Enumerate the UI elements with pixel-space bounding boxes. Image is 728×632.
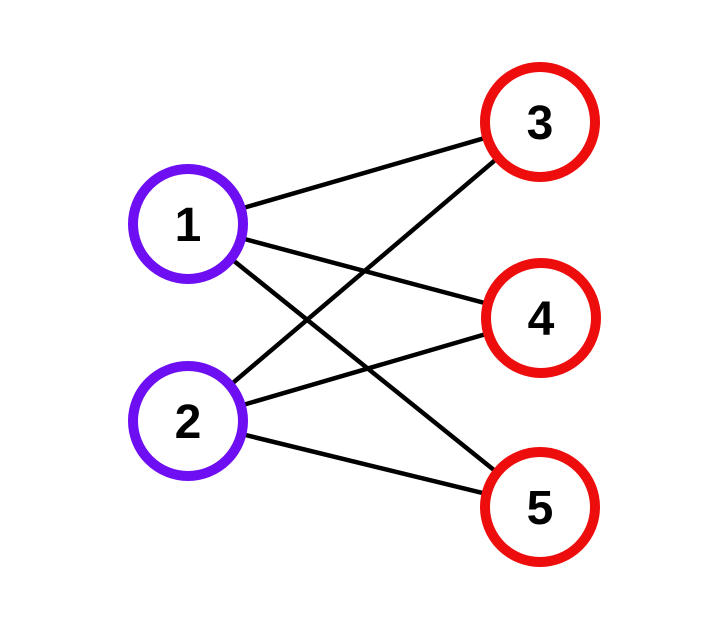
node-2-circle[interactable] (128, 361, 248, 481)
node-4-label: 4 (528, 293, 555, 346)
edge-2-5 (185, 418, 543, 510)
edge-2-3 (185, 119, 543, 424)
edge-1-3 (185, 119, 543, 227)
node-3[interactable]: 3 (480, 62, 600, 182)
node-2-label: 2 (175, 396, 202, 449)
node-5-circle[interactable] (480, 447, 600, 567)
node-1[interactable]: 1 (128, 164, 248, 284)
edge-2-4 (185, 315, 544, 424)
edge-1-5 (185, 221, 543, 510)
node-3-circle[interactable] (480, 62, 600, 182)
node-1-label: 1 (175, 199, 202, 252)
node-5[interactable]: 5 (480, 447, 600, 567)
node-4-circle[interactable] (481, 258, 601, 378)
node-2[interactable]: 2 (128, 361, 248, 481)
node-4[interactable]: 4 (481, 258, 601, 378)
node-1-circle[interactable] (128, 164, 248, 284)
node-5-label: 5 (527, 482, 554, 535)
node-3-label: 3 (527, 97, 554, 150)
